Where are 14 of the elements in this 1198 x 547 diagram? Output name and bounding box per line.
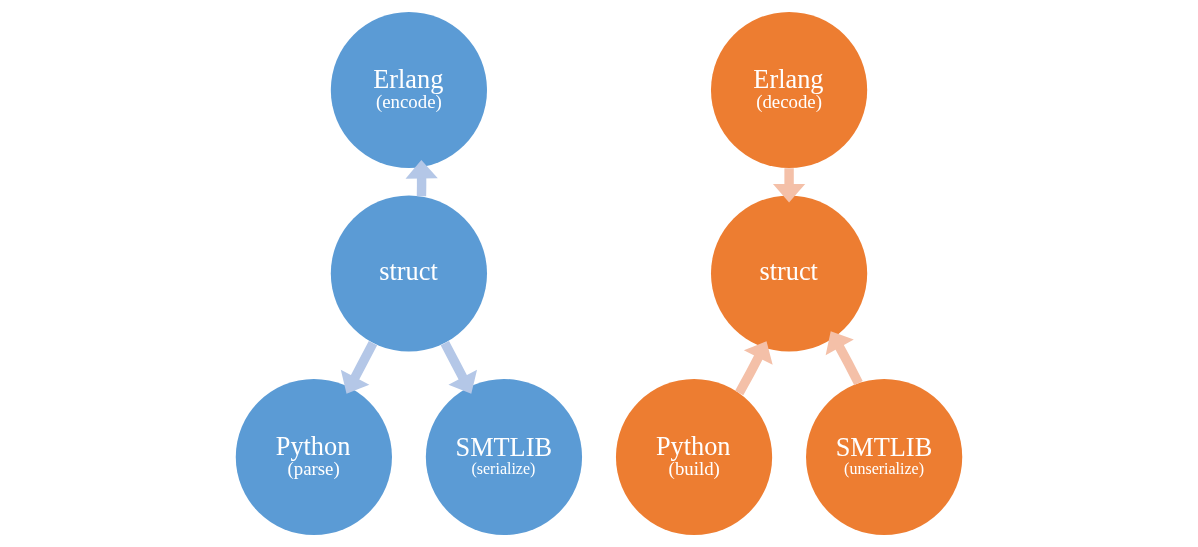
node-circle: Python (build): [615, 378, 773, 536]
arrow: [340, 340, 378, 394]
node-circle: Erlang (decode): [711, 11, 868, 169]
node-circle: struct: [711, 195, 868, 352]
node-circle: Erlang (encode): [330, 11, 487, 169]
arrow: [440, 340, 478, 394]
node-circle: Python (parse): [235, 378, 392, 536]
node-circle: struct: [330, 195, 487, 352]
arrow: [825, 331, 863, 386]
arrow: [772, 168, 806, 203]
node-circle: SMTLIB (unserialize): [806, 378, 963, 536]
arrow: [735, 341, 773, 396]
node-circle: SMTLIB (serialize): [425, 378, 583, 536]
arrow: [405, 160, 438, 197]
